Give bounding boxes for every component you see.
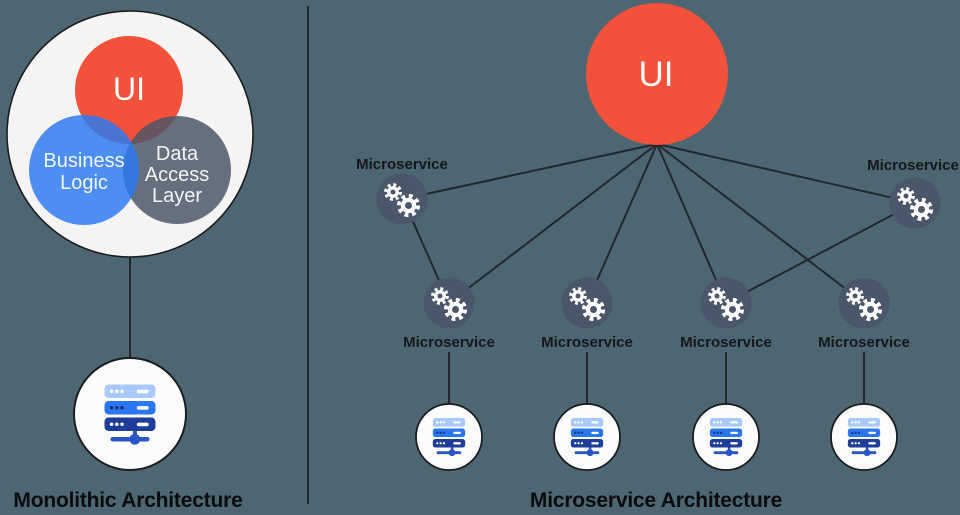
line-ui-to-ms-3	[656, 143, 727, 304]
line-ui-to-ms-4	[656, 143, 865, 304]
microservice-label-4: Microservice	[818, 334, 910, 351]
ui-layer-label: UI	[113, 71, 145, 107]
line-ui-to-ms-1	[448, 143, 658, 304]
connection-lines	[402, 143, 916, 406]
data-access-label-line2: Access	[145, 164, 209, 186]
ui-circle	[586, 3, 728, 145]
line-ui-to-ms-top-left	[402, 143, 658, 200]
data-access-label-line1: Data	[156, 143, 199, 165]
monolith-database-node	[73, 357, 187, 471]
microservice-node-3	[700, 277, 752, 329]
database-node-3	[692, 403, 760, 471]
ui-layer-circle	[75, 36, 183, 144]
microservice-panel: UI	[356, 3, 959, 512]
business-logic-label-line2: Logic	[60, 172, 108, 194]
microservice-node-top-right	[889, 177, 941, 229]
line-ms-top-right-to-ms-3	[725, 202, 916, 304]
database-nodes	[415, 403, 898, 471]
microservice-labels: Microservice Microservice Microservice M…	[356, 156, 959, 351]
microservice-label-top-right: Microservice	[867, 157, 959, 174]
ui-label: UI	[639, 55, 674, 94]
database-node-2	[553, 403, 621, 471]
microservice-node-4	[838, 277, 890, 329]
microservice-node-1	[423, 277, 475, 329]
database-node-4	[830, 403, 898, 471]
microservice-architecture-title: Microservice Architecture	[530, 489, 782, 512]
monolithic-panel: UI Business Logic Data Access Layer Mono…	[6, 10, 254, 512]
data-access-layer-circle	[123, 116, 231, 224]
line-ui-to-ms-top-right	[656, 143, 916, 204]
microservice-node-2	[561, 277, 613, 329]
business-logic-label-line1: Business	[43, 150, 124, 172]
monolithic-architecture-title: Monolithic Architecture	[13, 489, 242, 512]
microservice-label-1: Microservice	[403, 334, 495, 351]
microservice-label-2: Microservice	[541, 334, 633, 351]
microservice-label-3: Microservice	[680, 334, 772, 351]
microservice-node-top-left	[376, 173, 428, 225]
microservice-label-top-left: Microservice	[356, 156, 448, 173]
business-logic-circle	[29, 115, 139, 225]
database-node-1	[415, 403, 483, 471]
data-access-label-line3: Layer	[152, 185, 202, 207]
line-ui-to-ms-2	[586, 143, 658, 304]
microservice-nodes	[376, 173, 941, 329]
